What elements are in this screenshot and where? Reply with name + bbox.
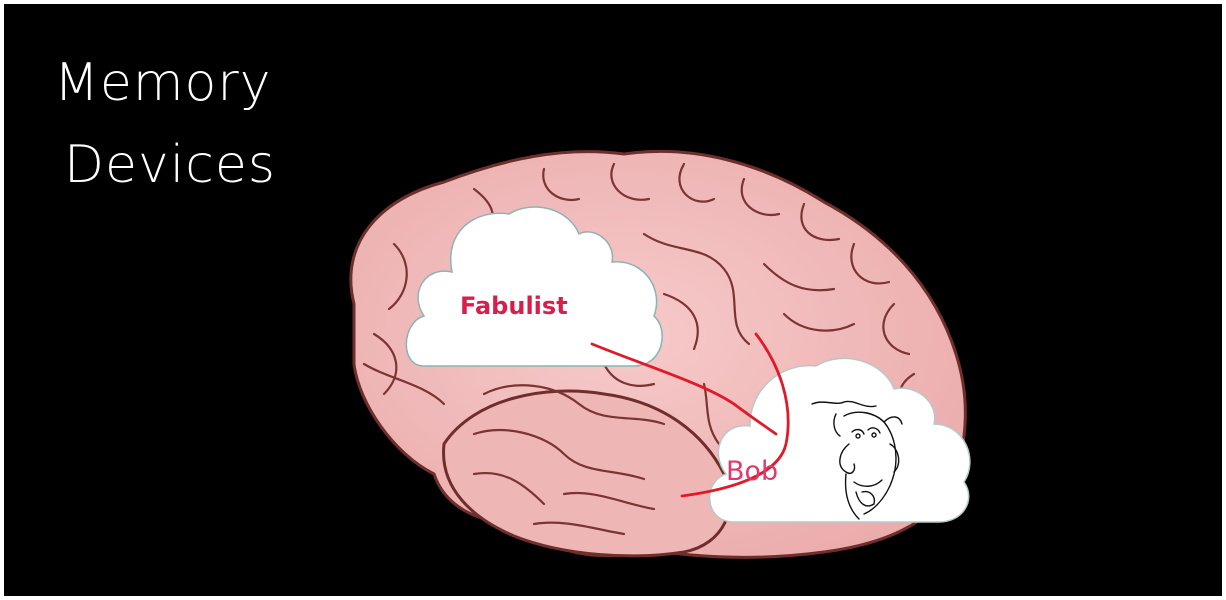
fabulist-label: Fabulist	[460, 292, 568, 320]
slide: Memory Devices	[4, 4, 1222, 596]
bob-label: Bob	[726, 456, 778, 487]
brain-diagram	[4, 4, 1222, 596]
